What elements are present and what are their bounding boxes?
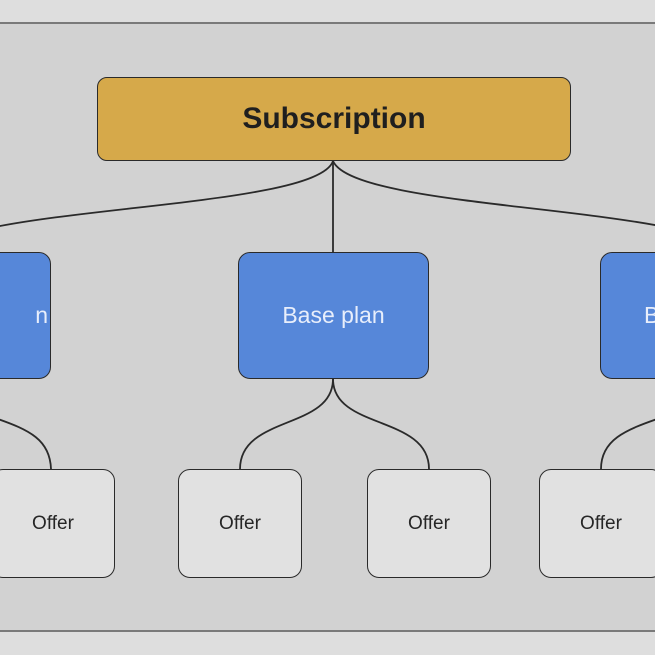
offer-node: Offer — [178, 469, 302, 578]
top-band — [0, 0, 655, 24]
offer-node: Offer — [0, 469, 115, 578]
base-plan-node-left: n — [0, 252, 51, 379]
base-plan-node-right: B — [600, 252, 655, 379]
offer-node: Offer — [367, 469, 491, 578]
bottom-band — [0, 630, 655, 655]
connector-plan-center-to-offer-2 — [239, 378, 334, 470]
offer-node: Offer — [539, 469, 655, 578]
connector-root-to-plan-left — [0, 160, 334, 227]
connector-root-to-plan-right — [332, 160, 655, 227]
connector-plan-right-to-offer-4 — [600, 418, 655, 470]
base-plan-node-center: Base plan — [238, 252, 429, 379]
connector-plan-left-to-offer-1 — [0, 418, 52, 470]
connector-plan-center-to-offer-3 — [332, 378, 430, 470]
subscription-node: Subscription — [97, 77, 571, 161]
